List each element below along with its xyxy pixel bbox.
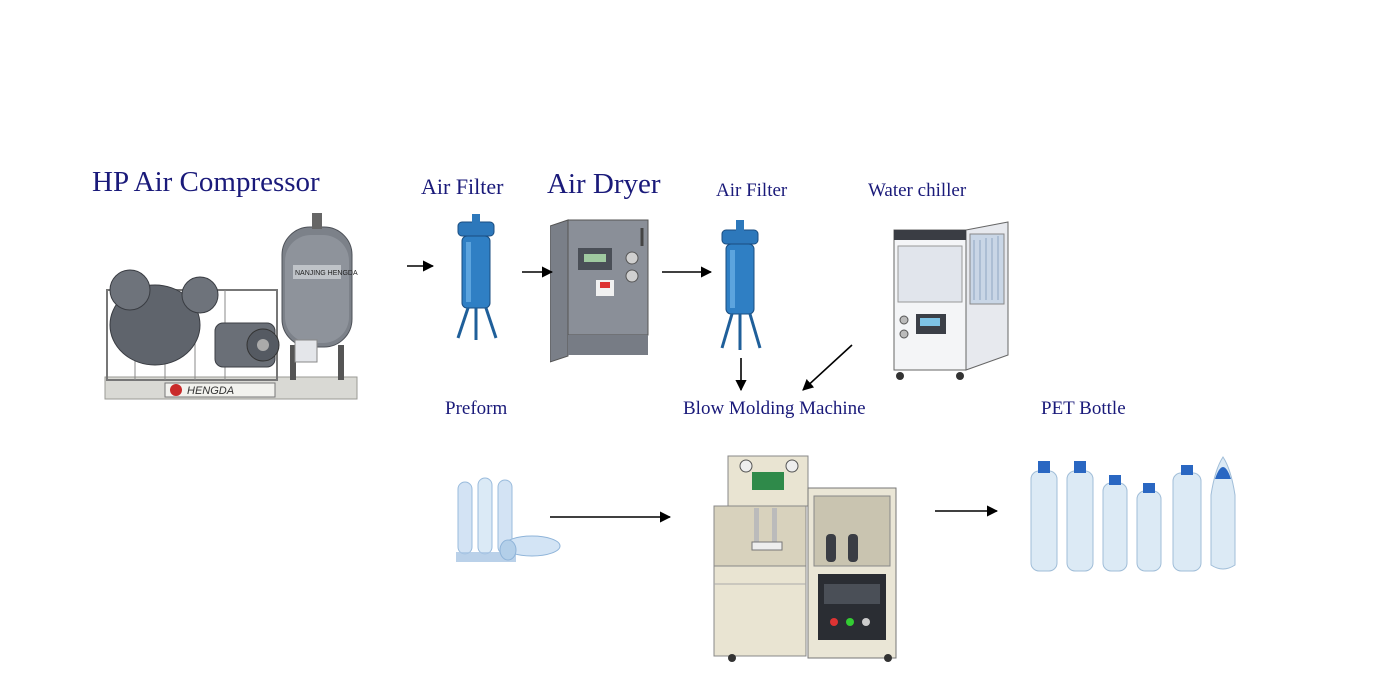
air-filter-2-image xyxy=(716,218,766,353)
label-air-filter-2: Air Filter xyxy=(716,180,788,201)
blow-molding-machine-image xyxy=(708,452,903,664)
arrow-chiller-to-blow xyxy=(802,344,853,391)
label-blow-molding-machine: Blow Molding Machine xyxy=(683,398,866,419)
pet-bottles-image xyxy=(1025,455,1250,580)
label-preform: Preform xyxy=(445,398,508,419)
water-chiller-image xyxy=(890,220,1015,385)
brand-plate-text: HENGDA xyxy=(187,385,234,397)
air-dryer-image xyxy=(550,218,650,363)
air-compressor-image: HENGDA NANJING HENGDA xyxy=(95,205,365,410)
label-air-dryer: Air Dryer xyxy=(547,168,661,200)
air-filter-1-image xyxy=(452,212,502,342)
label-pet-bottle: PET Bottle xyxy=(1041,398,1126,419)
label-hp-air-compressor: HP Air Compressor xyxy=(92,166,320,198)
tank-brand-text: NANJING HENGDA xyxy=(295,270,358,277)
preform-image xyxy=(450,470,565,575)
label-water-chiller: Water chiller xyxy=(868,180,967,201)
label-air-filter-1: Air Filter xyxy=(421,174,504,199)
